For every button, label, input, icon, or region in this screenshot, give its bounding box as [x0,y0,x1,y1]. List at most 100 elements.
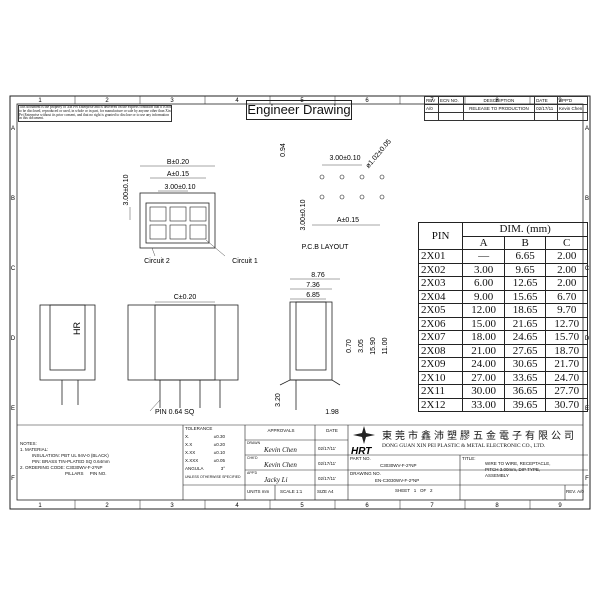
svg-text:3: 3 [170,98,174,104]
svg-text:4: 4 [235,98,239,104]
dim-pcb-a: A±0.15 [337,217,359,224]
table-cell: 27.65 [503,343,547,358]
table-cell: 33.00 [462,397,505,412]
table-cell: 2X04 [417,289,464,304]
svg-text:E: E [11,406,15,412]
table-cell: 2.00 [545,276,588,291]
svg-text:4: 4 [235,503,239,509]
scale-label: SCALE [280,489,295,494]
table-cell: 2.00 [545,249,588,264]
units: UNITS mm [247,489,270,494]
dim-1100: 11.00 [382,337,389,354]
signature: Kevin Chen [264,446,297,454]
scale-value: 1:1 [296,489,303,494]
part-no: C3030WV-F-2*NP [380,463,417,468]
svg-text:A: A [11,126,15,132]
tolerance-row: X.X±0.20 [185,442,225,447]
table-cell: 2X01 [417,249,464,264]
revision-level: REV. A/0 [566,489,584,494]
table-cell: 2.00 [545,262,588,277]
table-cell: 39.65 [503,397,547,412]
company-logo: HRT [350,426,379,457]
table-cell: 24.70 [545,370,588,385]
table-cell: 15.00 [462,316,505,331]
svg-text:9: 9 [558,503,562,509]
dim-hole: ø1.02±0.05 [365,138,393,170]
tolerance-row: X.±0.30 [185,434,225,439]
signature: Kevin Chen [264,461,297,469]
table-cell: 24.65 [503,330,547,345]
table-cell: 2X10 [417,370,464,385]
table-cell: 2X09 [417,357,464,372]
dim-070: 0.70 [346,339,353,353]
dim-pitch: 3.00±0.10 [164,184,195,191]
table-cell: 21.70 [545,357,588,372]
table-cell: 30.00 [462,384,505,399]
dim-b: B±0.20 [167,159,189,166]
table-cell: 2X02 [417,262,464,277]
svg-text:C: C [11,266,16,272]
table-cell: 2X05 [417,303,464,318]
signature: Jacky Li [264,476,288,484]
dim-198: 1.98 [325,409,339,416]
table-cell: 12.70 [545,316,588,331]
part-title: WIRE TO WIRE, RECEPTACLE,PITCH 3.00mm, D… [485,461,551,478]
table-cell: — [462,249,505,264]
dim-pcb-pitch: 3.00±0.10 [329,155,360,162]
table-cell: 24.00 [462,357,505,372]
svg-text:HRT: HRT [351,446,372,455]
svg-text:6: 6 [365,503,369,509]
svg-text:F: F [585,476,589,482]
sheet-info: SHEET 1 OF 2 [395,488,433,493]
table-cell: 12.00 [462,303,505,318]
table-cell: 18.70 [545,343,588,358]
table-cell: 2X12 [417,397,464,412]
company-name-cn: 東莞市鑫沛塑膠五金電子有限公司 [382,431,577,442]
company-name-en: DONG GUAN XIN PEI PLASTIC & METAL ELECTR… [382,443,546,449]
tolerance-row: X.XXX±0.05 [185,458,225,463]
drawing-no: EN-C3030WV-F-2*NP [375,478,420,483]
circuit-2-label: Circuit 2 [144,258,170,265]
dim-876: 8.76 [311,272,325,279]
table-cell: 2X06 [417,316,464,331]
table-cell: 15.65 [503,289,547,304]
table-cell: 18.00 [462,330,505,345]
hr-mark: HR [72,322,82,335]
dim-685: 6.85 [306,292,320,299]
dim-1590: 15.90 [370,337,377,355]
svg-text:D: D [11,336,16,342]
pcb-layout-label: P.C.B LAYOUT [302,244,350,251]
dim-c: C±0.20 [174,294,197,301]
dim-736: 7.36 [306,282,320,289]
side-view-left [39,304,96,405]
table-cell: 6.65 [503,249,547,264]
pcb-layout [312,164,385,226]
approvals-title: APPROVALS [267,428,295,433]
table-cell: 33.65 [503,370,547,385]
drawing-title: Engineer Drawing [246,100,352,120]
tolerance-row: X.XX±0.10 [185,450,225,455]
part-no-label: PART NO. [350,456,371,461]
star-icon [353,426,375,444]
table-cell: 9.00 [462,289,505,304]
svg-text:3: 3 [170,503,174,509]
dim-320: 3.20 [275,393,282,407]
table-cell: 2X08 [417,343,464,358]
svg-text:2: 2 [105,503,109,509]
notes: NOTES:1. MATERIAL: INSULATION: PBT UL 94… [20,441,110,476]
table-cell: 9.65 [503,262,547,277]
svg-text:B: B [11,196,15,202]
svg-text:8: 8 [495,503,499,509]
dim-a: A±0.15 [167,171,189,178]
